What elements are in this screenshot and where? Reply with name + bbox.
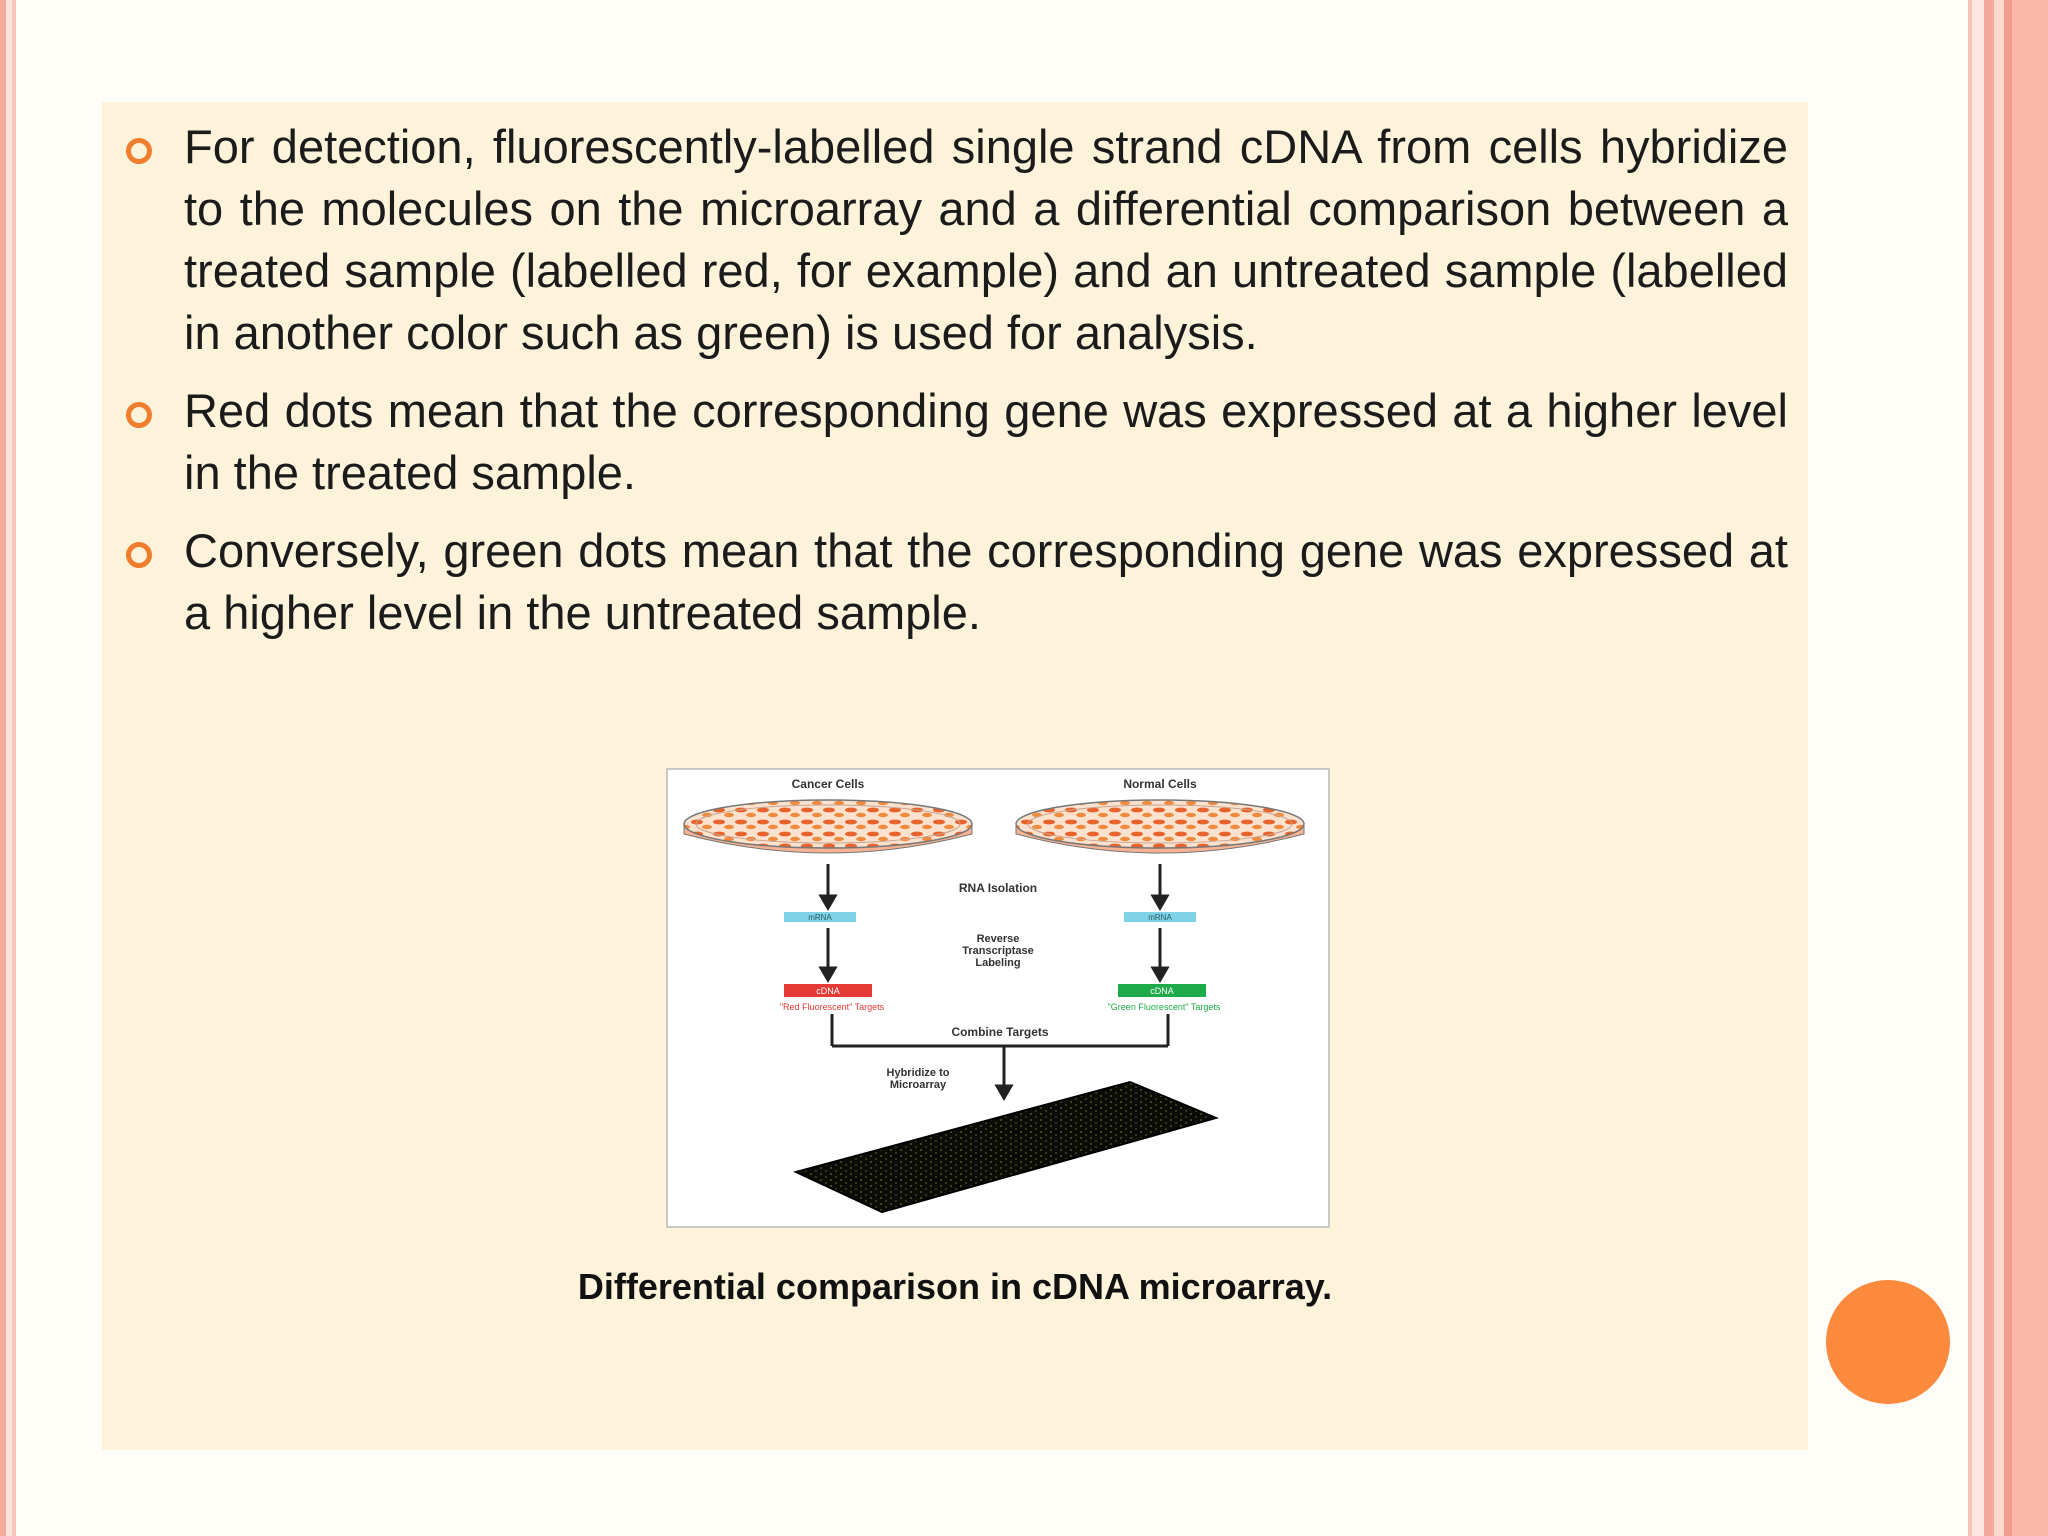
green-targets-label: "Green Fluorescent" Targets [1108,1002,1221,1012]
cdna-red-box [784,984,872,997]
bullet-ring-icon [126,542,152,568]
bullet-item: Conversely, green dots mean that the cor… [126,520,1788,644]
cancer-cells-label: Cancer Cells [792,777,865,791]
figure-caption: Differential comparison in cDNA microarr… [577,1266,1333,1307]
bullet-text: For detection, fluorescently-labelled si… [184,120,1788,359]
flow-arrows [818,864,1170,1101]
microarray-diagram: Cancer Cells Normal Cells [683,777,1305,1214]
rt-label-line1: Reverse [977,933,1020,945]
mrna-left-label: mRNA [808,913,832,922]
bullet-item: Red dots mean that the corresponding gen… [126,380,1788,504]
cdna-green-label: cDNA [1150,986,1174,996]
cancer-dish [683,799,973,854]
bullet-ring-icon [126,138,152,164]
red-targets-label: "Red Fluorescent" Targets [780,1002,885,1012]
right-border-stripes [1968,0,2048,1536]
decorative-circle [1826,1280,1950,1404]
hybridize-label-line1: Hybridize to [887,1067,950,1079]
microarray-figure: Cancer Cells Normal Cells [666,768,1330,1228]
bullet-text: Red dots mean that the corresponding gen… [184,384,1788,499]
rt-label-line2: Transcriptase [962,945,1034,957]
bullet-item: For detection, fluorescently-labelled si… [126,116,1788,364]
content-panel: For detection, fluorescently-labelled si… [102,102,1808,1450]
hybridize-label-line2: Microarray [890,1079,947,1091]
normal-cells-label: Normal Cells [1123,777,1197,791]
mrna-left-box [784,912,856,922]
mrna-right-box [1124,912,1196,922]
cdna-green-box [1118,984,1206,997]
combine-targets-label: Combine Targets [951,1025,1048,1039]
bullet-text: Conversely, green dots mean that the cor… [184,524,1788,639]
cdna-red-label: cDNA [816,986,840,996]
normal-dish [1015,799,1305,854]
bullet-list: For detection, fluorescently-labelled si… [126,116,1788,660]
rna-isolation-label: RNA Isolation [959,881,1037,895]
left-border-stripes [0,0,20,1536]
rt-label-line3: Labeling [975,957,1020,969]
bullet-ring-icon [126,402,152,428]
microarray-slide [793,1080,1220,1214]
mrna-right-label: mRNA [1148,913,1172,922]
